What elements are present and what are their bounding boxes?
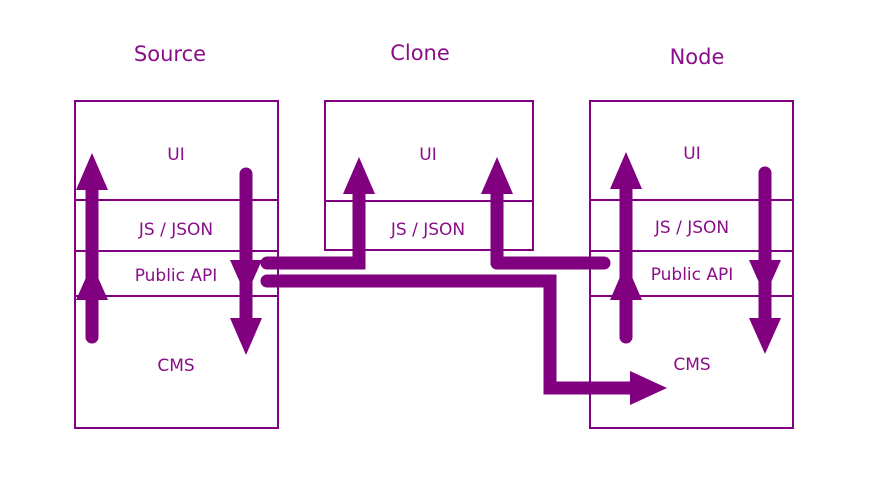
flow-node-cms-to-api-up [610,263,642,344]
source-layer-label-public-api: Public API [135,266,218,286]
flow-clone-js-to-ui-right [481,157,513,270]
node-layer-label-public-api: Public API [651,265,734,285]
column-node: Node UI JS / JSON Public API CMS [589,45,794,429]
flow-source-api-to-ui-up [76,153,108,287]
source-layer-label-js-json: JS / JSON [138,220,213,240]
flow-node-api-to-ui-up [610,152,642,285]
node-box-outline [589,100,794,429]
flow-source-cms-to-api-up [76,264,108,344]
node-layer-label-ui: UI [683,144,700,164]
column-title-clone: Clone [390,41,450,65]
column-source: Source UI JS / JSON Public API CMS [74,42,279,429]
clone-layer-label-js-json: JS / JSON [390,220,465,240]
source-layer-label-cms: CMS [157,356,194,376]
flow-node-api-to-cms-down [749,273,781,354]
connector-source-api-to-node-cms [260,274,667,405]
column-title-source: Source [134,42,206,66]
flow-source-api-to-clone-js [260,157,375,270]
source-layer-label-ui: UI [167,145,184,165]
column-title-node: Node [670,45,725,69]
clone-box-outline [324,100,534,251]
node-layer-label-cms: CMS [673,355,710,375]
node-layer-label-js-json: JS / JSON [654,218,729,238]
clone-layer-label-ui: UI [419,145,436,165]
column-clone: Clone UI JS / JSON Clone JS/JSON (left r… [260,41,534,270]
flow-source-api-to-cms-down [230,273,262,355]
